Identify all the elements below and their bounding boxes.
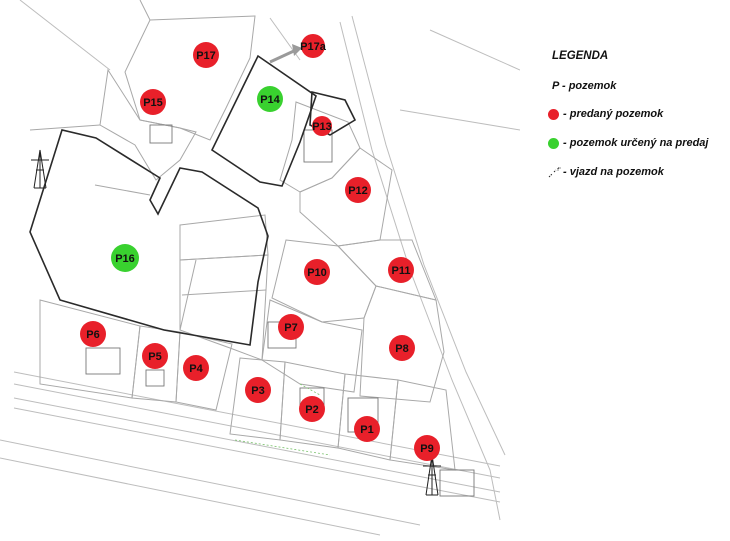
- parcel-label-p2: P2: [305, 404, 318, 416]
- parcel-label-p4: P4: [189, 363, 203, 375]
- parcel-marker-p8: [389, 335, 415, 361]
- parcel-marker-p1: [354, 416, 380, 442]
- parcel-marker-p3: [245, 377, 271, 403]
- parcel-label-p6: P6: [86, 329, 99, 341]
- legend-title: LEGENDA: [552, 50, 609, 62]
- roads: [0, 0, 520, 536]
- parcel-marker-p15: [140, 89, 166, 115]
- map-legend: LEGENDA P - pozemok - predaný pozemok - …: [548, 50, 726, 194]
- parcel-label-p11: P11: [392, 265, 411, 277]
- parcel-marker-p16: [111, 244, 139, 272]
- parcel-label-p9: P9: [420, 443, 433, 455]
- parcel-label-p12: P12: [348, 185, 368, 197]
- parcel-label-p16: P16: [115, 253, 135, 265]
- parcel-marker-p7: [278, 314, 304, 340]
- parcel-label-p7: P7: [284, 322, 297, 334]
- parcel-marker-p4: [183, 355, 209, 381]
- parcel-marker-p10: [304, 259, 330, 285]
- pylon-icon: [31, 149, 441, 496]
- green-dot-icon: [548, 137, 559, 149]
- red-dot-icon: [548, 108, 559, 120]
- parcel-marker-p17: [193, 42, 219, 68]
- parcel-label-p17: P17: [196, 50, 216, 62]
- parcel-marker-p12: [345, 177, 371, 203]
- parcel-marker-p2: [299, 396, 325, 422]
- parcel-label-p10: P10: [307, 267, 327, 279]
- parcel-label-p3: P3: [251, 385, 264, 397]
- legend-item-sold: - predaný pozemok: [548, 107, 726, 121]
- parcel-label-p13: P13: [312, 121, 332, 133]
- parcel-marker-p6: [80, 321, 106, 347]
- legend-item-access: - vjazd na pozemok: [548, 165, 726, 179]
- parcel-label-p17a: P17a: [300, 41, 327, 53]
- parcel-marker-p13: [312, 116, 332, 136]
- parcel-marker-p5: [142, 343, 168, 369]
- legend-label-for-sale: - pozemok určený na predaj: [563, 137, 709, 149]
- parcel-marker-p9: [414, 435, 440, 461]
- legend-label-access: - vjazd na pozemok: [563, 166, 664, 178]
- legend-subtitle: P - pozemok: [552, 80, 617, 92]
- parcel-label-p5: P5: [148, 351, 161, 363]
- parcel-label-p8: P8: [395, 343, 408, 355]
- parcel-label-p15: P15: [143, 97, 163, 109]
- parcel-marker-p14: [257, 86, 283, 112]
- parcel-label-p14: P14: [260, 94, 280, 106]
- access-lines: [234, 383, 331, 456]
- legend-label-sold: - predaný pozemok: [563, 108, 664, 120]
- access-arrow-icon: [269, 44, 302, 64]
- building-footprints: [85, 124, 475, 497]
- legend-item-for-sale: - pozemok určený na predaj: [548, 136, 726, 150]
- for-sale-boundaries: [29, 54, 357, 346]
- parcel-marker-p17a: [301, 34, 325, 58]
- parcel-marker-p11: [388, 257, 414, 283]
- access-arrow-icon: [548, 167, 561, 177]
- parcel-label-p1: P1: [360, 424, 373, 436]
